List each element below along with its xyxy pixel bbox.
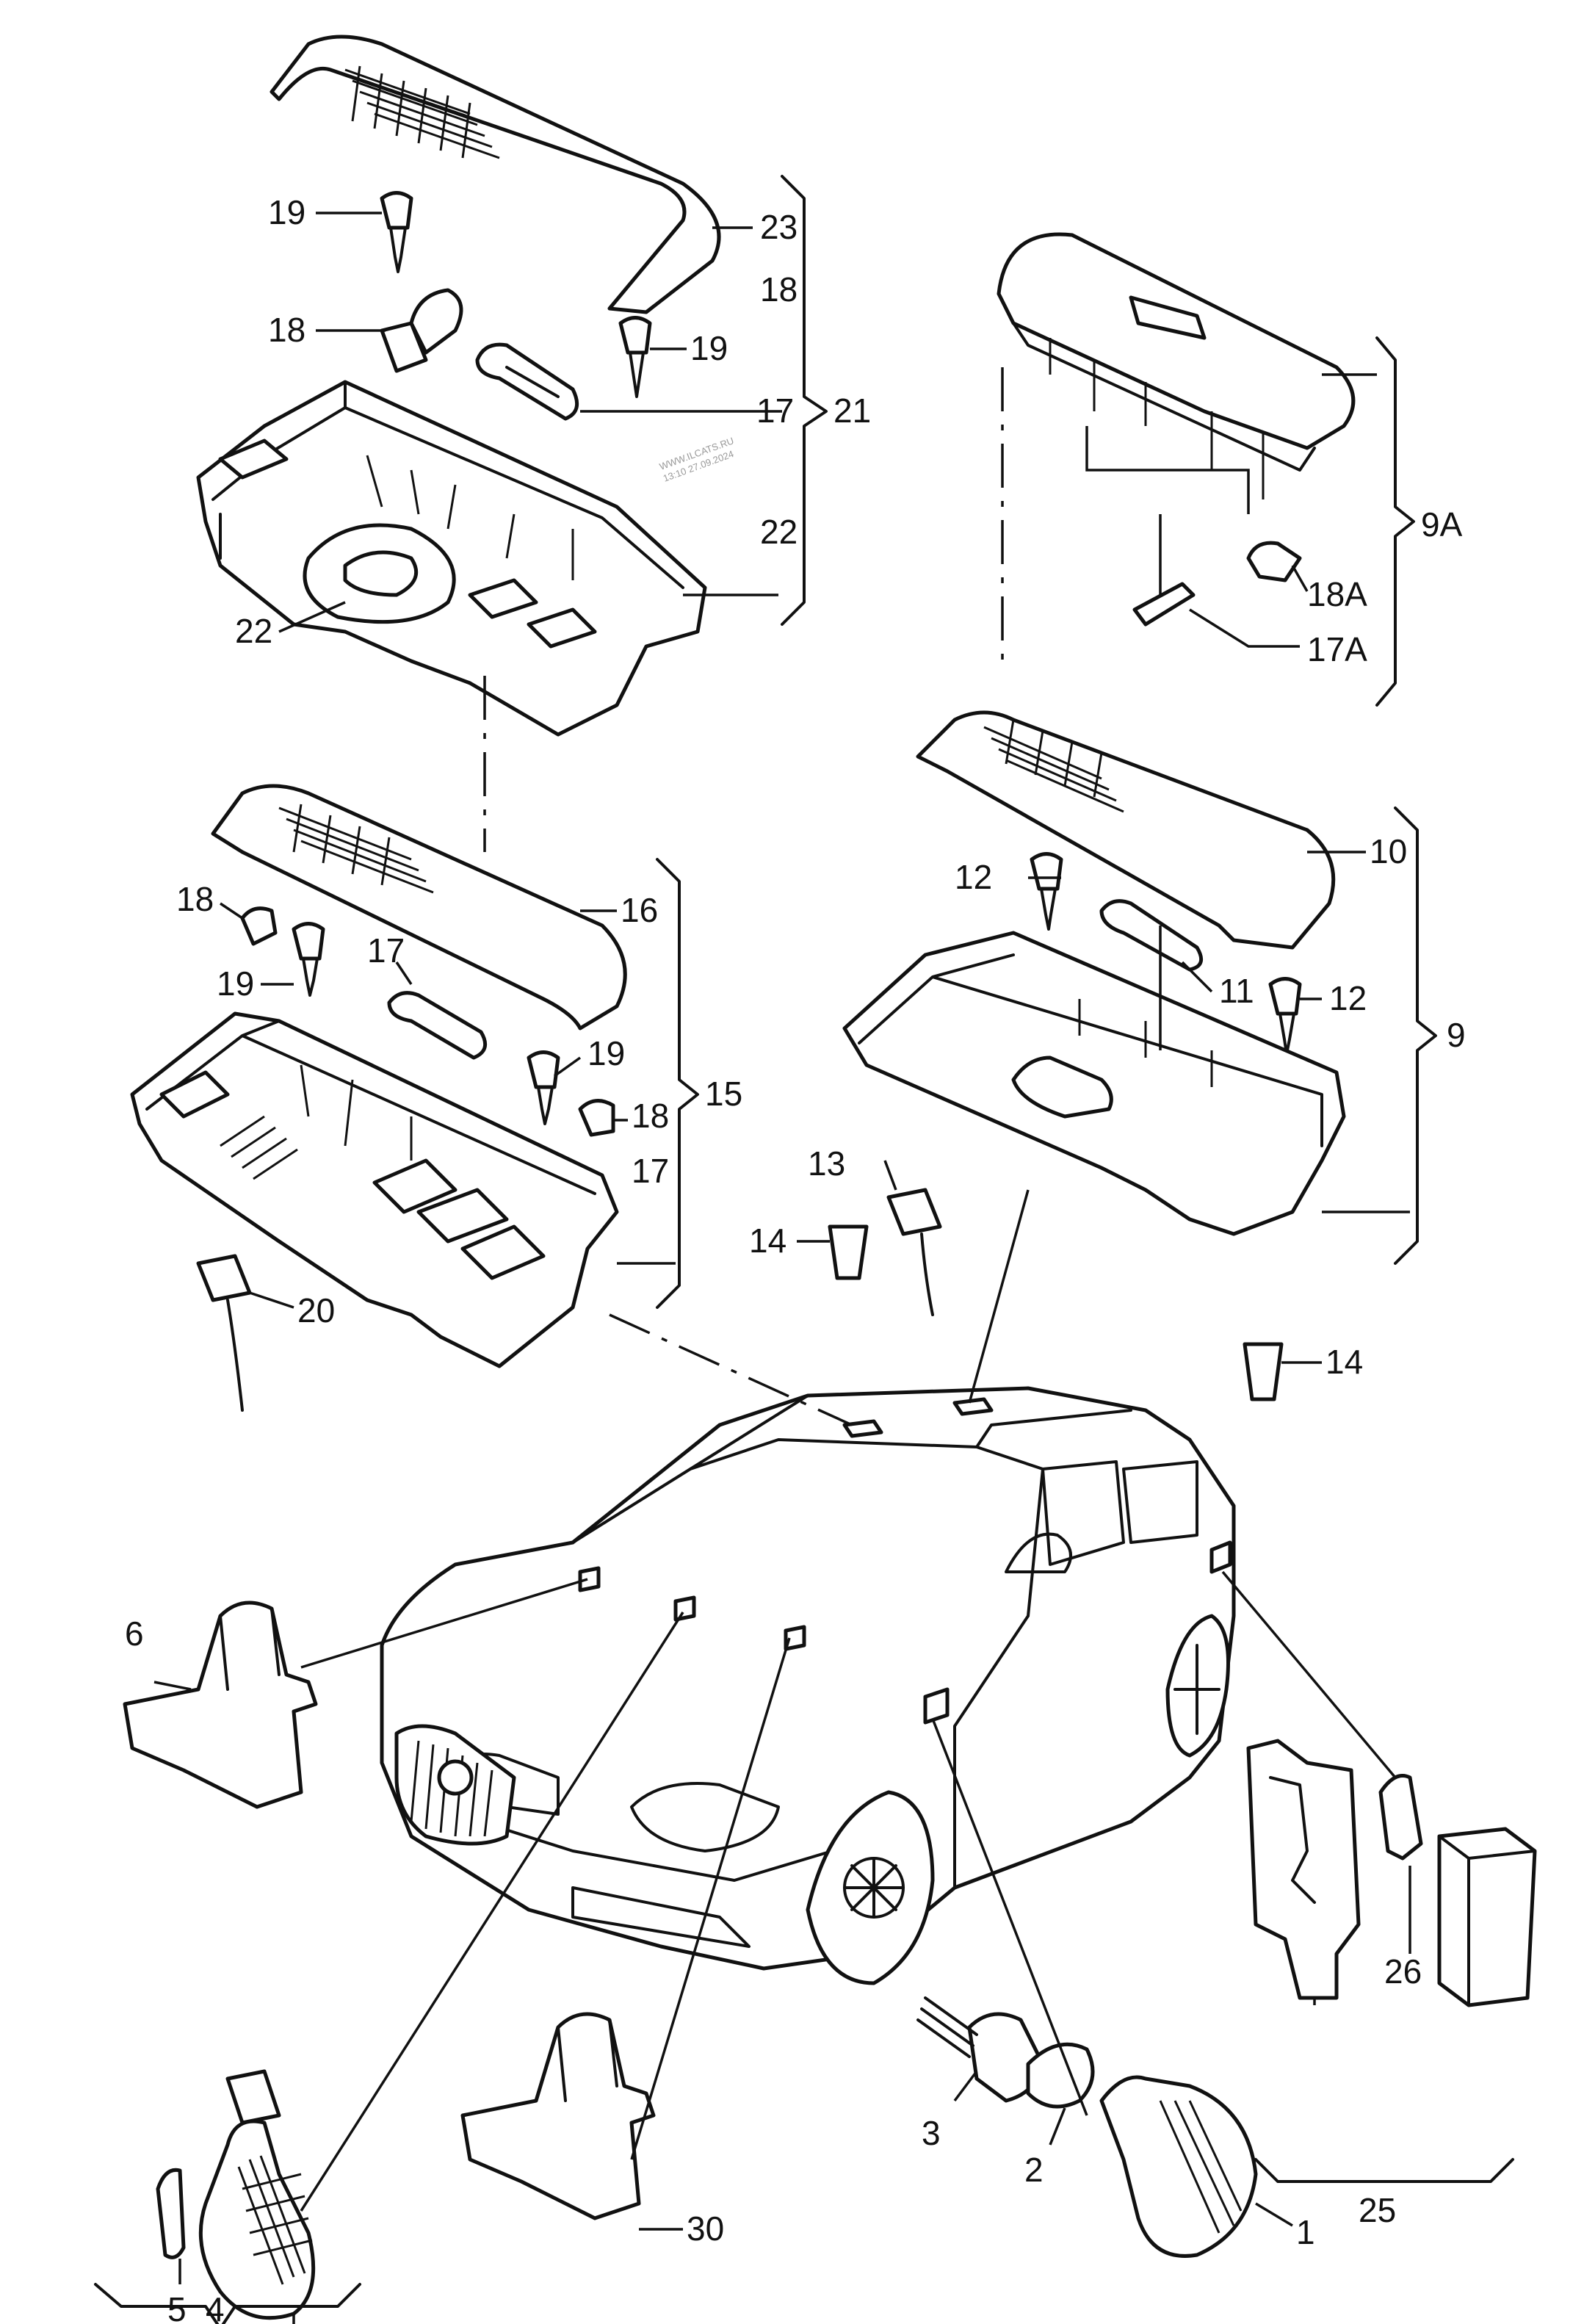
festoon-bulb-17-left[interactable]	[387, 991, 488, 1060]
module-25[interactable]	[1437, 1827, 1537, 2007]
label-19-mid: 19	[217, 964, 254, 1003]
label-9: 9	[1447, 1016, 1466, 1054]
side-repeater-1[interactable]	[1099, 2075, 1258, 2258]
roof-marks	[842, 1397, 994, 1438]
label-25: 25	[1359, 2191, 1396, 2229]
label-5: 5	[167, 2290, 187, 2324]
label-17A: 17A	[1307, 630, 1367, 668]
label-21: 21	[833, 391, 871, 430]
label-18A: 18A	[1307, 575, 1367, 613]
switch-30[interactable]	[460, 2012, 656, 2220]
label-19-top: 19	[268, 193, 305, 231]
car-outline	[380, 1386, 1236, 1971]
label-23: 23	[760, 208, 798, 246]
leader-9A-bulbs	[1085, 426, 1250, 595]
bulb-2[interactable]	[1026, 2042, 1095, 2109]
label-19-mid-right: 19	[587, 1034, 625, 1072]
socket-3[interactable]	[916, 1996, 1045, 2103]
clip-19-right[interactable]	[527, 1050, 560, 1125]
festoon-bulb-17A[interactable]	[1132, 582, 1196, 627]
label-17-mid: 17	[367, 931, 405, 970]
label-9A: 9A	[1421, 505, 1463, 544]
cover-10[interactable]	[916, 710, 1336, 950]
label-13: 13	[808, 1144, 845, 1183]
housing-15[interactable]	[130, 1011, 619, 1368]
bulb-holder-18[interactable]	[380, 288, 463, 373]
console-9A[interactable]	[997, 232, 1356, 499]
label-12-left: 12	[955, 858, 992, 896]
bulb-18-left[interactable]	[240, 906, 278, 946]
festoon-bulb-17a[interactable]	[475, 342, 579, 421]
label-18-mid-right: 18	[632, 1097, 669, 1135]
connector-13[interactable]	[886, 1188, 942, 1316]
part-labels: 23 18 19 18 19 17 21 22 22 9A 18A 17A 10…	[125, 193, 1466, 2324]
label-30: 30	[687, 2209, 724, 2248]
cover-16[interactable]	[211, 784, 627, 1031]
label-22-left: 22	[235, 612, 272, 650]
clip-19a[interactable]	[380, 191, 413, 273]
label-1: 1	[1296, 2213, 1315, 2251]
housing-9[interactable]	[842, 931, 1346, 1236]
cover-23[interactable]	[270, 35, 721, 314]
lamp-4[interactable]	[198, 2069, 316, 2320]
label-19-top-right: 19	[690, 329, 728, 367]
label-12-right: 12	[1329, 979, 1367, 1017]
festoon-bulb-11[interactable]	[1099, 899, 1204, 972]
label-14-right: 14	[1326, 1343, 1363, 1381]
label-26: 26	[1384, 1952, 1422, 1991]
label-18-top-left: 18	[268, 311, 305, 349]
clip-19b[interactable]	[618, 316, 652, 398]
label-18-top: 18	[760, 270, 798, 308]
label-6: 6	[125, 1614, 144, 1653]
label-17-mid-right: 17	[632, 1152, 669, 1190]
car-front-wheel	[806, 1790, 935, 1985]
bulb-5[interactable]	[156, 2168, 186, 2259]
clip-19-left[interactable]	[292, 922, 325, 997]
clip-12b[interactable]	[1268, 977, 1302, 1055]
label-10: 10	[1370, 832, 1407, 870]
clip-14b[interactable]	[1243, 1342, 1284, 1401]
bulb-26[interactable]	[1378, 1774, 1423, 1861]
label-14-left: 14	[749, 1221, 786, 1260]
label-15: 15	[705, 1075, 742, 1113]
car-marker-boxes	[578, 1540, 1232, 1725]
watermark: WWW.ILCATS.RU 13:10 27.09.2024	[658, 435, 735, 484]
bulb-18A[interactable]	[1246, 541, 1302, 582]
lamp-holder-25[interactable]	[1246, 1739, 1361, 2000]
car-grille	[394, 1724, 516, 1846]
leader-lines	[153, 212, 1411, 2324]
switch-6[interactable]	[123, 1601, 318, 1809]
label-11: 11	[1219, 972, 1254, 1010]
car-rear-wheel	[1165, 1614, 1230, 1758]
label-4: 4	[206, 2290, 225, 2324]
label-17-top: 17	[756, 391, 794, 430]
label-2: 2	[1024, 2151, 1044, 2189]
label-16: 16	[621, 891, 658, 929]
bulb-18-right[interactable]	[578, 1099, 615, 1137]
clip-12a[interactable]	[1030, 852, 1063, 931]
label-20: 20	[297, 1291, 335, 1329]
housing-22[interactable]	[196, 380, 707, 737]
label-18-mid: 18	[176, 880, 214, 918]
clip-14a[interactable]	[828, 1224, 869, 1280]
braces	[94, 175, 1514, 2324]
label-22-right: 22	[760, 513, 798, 551]
connector-20[interactable]	[196, 1254, 252, 1412]
label-3: 3	[922, 2114, 941, 2152]
